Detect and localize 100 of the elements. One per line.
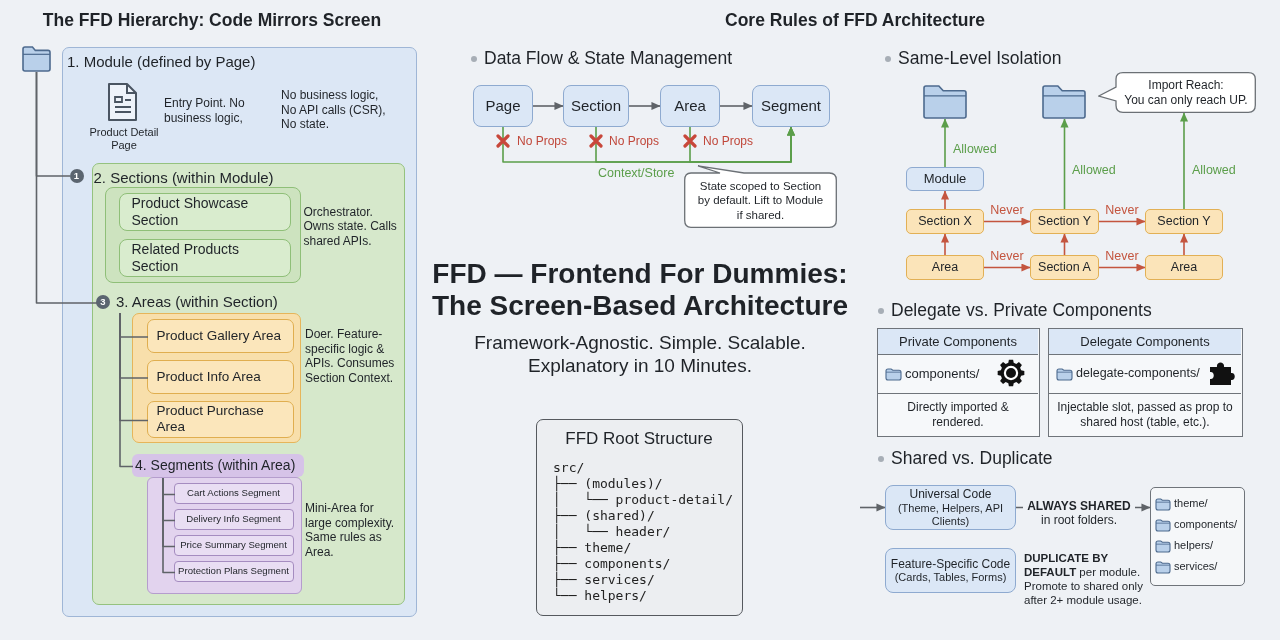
folder-name: theme/ [1174,497,1208,511]
rule-heading: Data Flow & State Management [484,48,734,69]
code-line: ├── (modules)/ [553,476,663,492]
segment-box [173,560,294,582]
folder-icon [1042,85,1086,119]
arrow [1060,233,1069,256]
description-text: Directly imported & rendered. [906,400,1010,430]
segment-name: Price Summary Segment [180,539,287,551]
flow-box [563,85,629,127]
note-text: No Props [609,134,661,149]
level-box [906,255,984,280]
panel-heading: 1. Module (defined by Page) [67,53,256,72]
segment-name: Protection Plans Segment [178,565,289,577]
level-box [1030,209,1099,234]
main-title: FFD — Frontend For Dummies: The Screen-Based Architecture [431,258,849,322]
connector-line [35,71,98,304]
note-text: Doer. Feature-specific logic & APIs. Consumes Section Context. [305,327,396,386]
folder-icon [22,46,51,72]
code-line: │ └── product-detail/ [553,492,733,508]
code-line: └── helpers/ [553,588,647,604]
step-number: 1 [69,168,84,183]
folder-name: helpers/ [1174,539,1214,553]
group-heading: 3. Areas (within Section) [116,293,296,312]
level-name: Area [674,97,706,115]
area-name: Product Purchase Area [156,403,265,435]
flow-box [473,85,533,127]
category-examples: (Theme, Helpers, API Clients) [896,501,1005,528]
arrow [1179,112,1189,210]
area-box [146,359,294,394]
level-name: Area [931,260,959,275]
note-text: No Props [703,134,755,149]
note-text: Mini-Area for large complexity. Same rules as Area. [305,501,396,560]
code-line: ├── components/ [553,556,671,572]
segment-box [173,482,294,504]
level-name: Section [570,97,621,115]
panel-heading: 2. Sections (within Module) [93,168,274,187]
level-box [1145,255,1223,280]
folder-name: services/ [1174,560,1218,574]
connector-line [162,477,176,574]
arrow [1098,217,1146,226]
note-text: No Props [517,134,569,149]
callout-text: Import Reach: [1148,77,1224,93]
area-box [146,400,294,438]
level-name: Module [923,171,967,187]
panel-title: FFD Root Structure [564,429,714,450]
note-text: DUPLICATE BY DEFAULT per module. Promote to shared only after 2+ module usage. [1024,551,1144,608]
rule-heading: Shared vs. Duplicate [891,448,1054,469]
table-header: Private Components [878,329,1038,355]
area-box [146,318,294,353]
level-name: Section Y [1157,214,1211,229]
segment-name: Cart Actions Segment [187,487,280,499]
level-name: Page [485,97,521,115]
level-name: Section X [918,214,972,229]
folder-list-panel [1150,487,1245,586]
module-panel [62,47,417,617]
section-box [118,192,291,231]
callout-bubble [684,165,837,228]
category-title: Feature-Specific Code [890,556,1011,572]
arrow [983,263,1031,272]
code-line: src/ [553,460,585,475]
folder-icon [923,85,967,119]
subtitle: Framework-Agnostic. Simple. Scalable. Explanatory in 10 Minutes. [473,332,807,378]
group-tab: 4. Segments (within Area) [132,454,304,477]
area-name: Product Gallery Area [156,327,282,344]
callout-text: You can only reach UP. [1124,92,1248,108]
rule-heading: Delegate vs. Private Components [891,300,1153,321]
arrow [532,101,564,111]
arrow [719,101,753,111]
callout-bubble [1098,72,1256,113]
section-name: Product Showcase Section [131,195,250,228]
level-box [906,167,984,191]
group-frame [105,187,301,283]
note-text: No business logic, No API calls (CSR), No state. [281,88,387,132]
arrow [940,233,950,256]
code-category-box [885,485,1016,530]
group-frame [132,313,301,443]
level-name: Section Y [1037,214,1092,229]
arrow [689,126,796,163]
sections-panel [91,162,405,605]
segment-box [173,534,294,556]
arrow [983,217,1031,226]
code-panel [536,419,743,616]
section-name: Related Products Section [131,241,240,274]
section-box [118,238,291,277]
section-title: Core Rules of FFD Architecture [724,10,986,31]
segment-box [173,508,294,530]
area-name: Product Info Area [156,368,261,385]
arrow [940,118,950,168]
folder-name: components/ [1174,518,1237,532]
connector-line [119,312,134,468]
arrow [1060,118,1069,210]
table-header: Delegate Components [1049,329,1241,355]
flow-box [660,85,720,127]
note-text: Entry Point. No business logic, [164,96,246,126]
level-name: Area [1170,260,1198,275]
description-text: Injectable slot, passed as prop to shared host (table, etc.). [1056,400,1234,430]
code-category-box [885,548,1016,593]
folder-name: components/ [905,366,980,381]
segment-name: Delivery Info Segment [186,513,281,525]
code-line: ├── theme/ [553,540,632,556]
